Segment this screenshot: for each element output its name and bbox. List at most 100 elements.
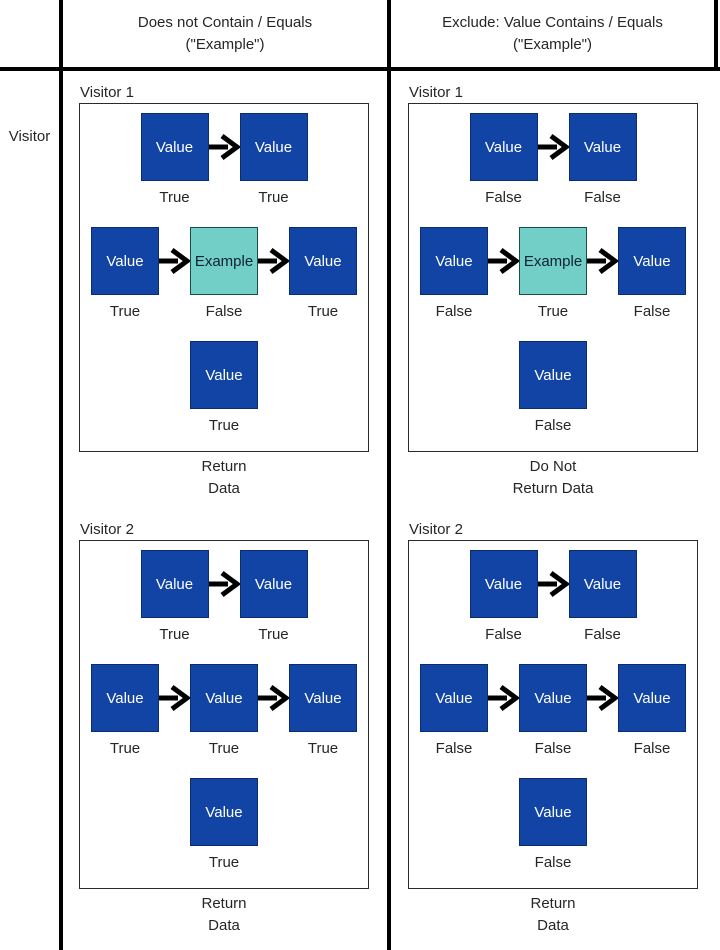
- panel-outcome-line: Data: [208, 480, 240, 497]
- result-label: True: [258, 189, 289, 206]
- result-label: False: [435, 303, 473, 320]
- value-box-label: Value: [420, 227, 488, 295]
- value-box-label: Value: [140, 113, 209, 181]
- panel-outcome-line: Data: [208, 917, 240, 934]
- result-label: False: [534, 740, 572, 757]
- arrow-cell: [587, 664, 618, 732]
- column-header-title: Exclude: Value Contains / Equals: [442, 13, 663, 31]
- flow-arrow-icon: [488, 247, 519, 275]
- panel-outcome-line: Return Data: [512, 480, 594, 497]
- arrow-cell: [159, 227, 190, 295]
- panel-title: Visitor 1: [409, 84, 463, 101]
- column-header-does-not-contain: Does not Contain / Equals ("Example"): [63, 0, 387, 67]
- flow-arrow-icon: [208, 133, 240, 161]
- column-header-subtitle: ("Example"): [185, 35, 265, 53]
- right-edge-header-line: [714, 0, 718, 71]
- panel-outcome-line: Return: [201, 895, 247, 912]
- column-header-exclude-contains: Exclude: Value Contains / Equals ("Examp…: [391, 0, 714, 67]
- arrow-cell: [258, 227, 289, 295]
- panel-outcome-line: Do Not: [529, 458, 577, 475]
- result-label: False: [534, 417, 572, 434]
- value-box-label: Value: [469, 550, 538, 618]
- result-label: True: [537, 303, 569, 320]
- arrow-cell: [159, 664, 190, 732]
- result-label: False: [633, 740, 671, 757]
- result-label: True: [109, 303, 141, 320]
- result-label: False: [485, 189, 522, 206]
- value-box-label: Value: [239, 113, 308, 181]
- value-box-label: Value: [618, 227, 686, 295]
- value-box-label: Value: [190, 778, 258, 846]
- arrow-cell: [488, 664, 519, 732]
- column-header-subtitle: ("Example"): [513, 35, 592, 53]
- arrow-cell: [208, 550, 240, 618]
- panel-title: Visitor 2: [409, 521, 463, 538]
- arrow-cell: [488, 227, 519, 295]
- result-label: False: [584, 189, 621, 206]
- result-label: True: [258, 626, 289, 643]
- flow-arrow-icon: [587, 247, 618, 275]
- result-label: True: [208, 417, 240, 434]
- panel-outcome-line: Data: [537, 917, 569, 934]
- result-label: True: [208, 854, 240, 871]
- example-box-label: Example: [190, 227, 258, 295]
- value-box-label: Value: [190, 664, 258, 732]
- value-box-label: Value: [618, 664, 686, 732]
- result-label: False: [534, 854, 572, 871]
- flow-arrow-icon: [537, 570, 569, 598]
- panel-title: Visitor 1: [80, 84, 134, 101]
- value-box-label: Value: [420, 664, 488, 732]
- flow-arrow-icon: [159, 684, 190, 712]
- value-box-label: Value: [289, 227, 357, 295]
- result-label: True: [109, 740, 141, 757]
- arrow-cell: [537, 113, 569, 181]
- header-divider-line: [0, 67, 720, 71]
- panel-title: Visitor 2: [80, 521, 134, 538]
- arrow-cell: [208, 113, 240, 181]
- result-label: False: [205, 303, 243, 320]
- flow-arrow-icon: [488, 684, 519, 712]
- result-label: True: [159, 189, 190, 206]
- value-box-label: Value: [519, 664, 587, 732]
- result-label: True: [159, 626, 190, 643]
